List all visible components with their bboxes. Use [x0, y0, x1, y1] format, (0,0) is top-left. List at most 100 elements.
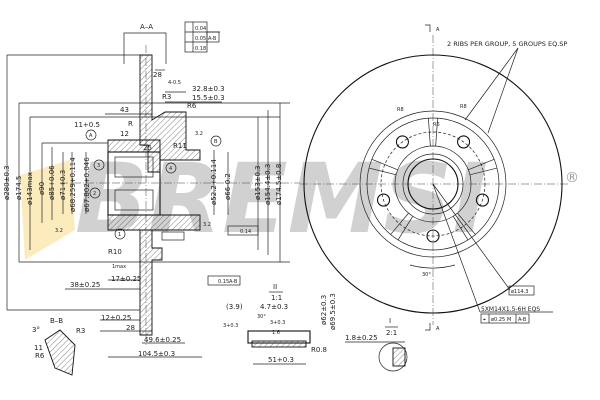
dim-4: 4-0.5	[168, 80, 181, 86]
runout-datum: A-B	[208, 36, 217, 42]
runout2-datum: A-B	[229, 279, 238, 285]
radius-r11: R11	[173, 142, 187, 150]
angle-30: 30°	[422, 272, 431, 278]
rib	[457, 212, 476, 235]
pitch-circle-diameter: ø114.3	[511, 289, 528, 295]
dim-15-5: 15.5±0.3	[192, 94, 225, 102]
runout-frame: 0.15 A-B	[207, 275, 241, 286]
section-bb: B–B 3° 11 R3 R6	[32, 317, 85, 376]
dim-11: 11+0.5	[74, 121, 100, 129]
bolt-hole	[475, 193, 490, 207]
logo-yellow-swoosh	[20, 160, 75, 260]
diameter-label: ø67.802+0.046	[83, 157, 91, 212]
radius-r6: R6	[433, 122, 440, 128]
front-view: A A 2 RIBS PER GROUP, 5 GROUPS EQ.SP R8 …	[300, 24, 570, 332]
callout-2: 2	[93, 191, 96, 197]
dim-49-6: 49.6±0.25	[144, 336, 181, 344]
detail-i-scale: 2:1	[386, 329, 397, 337]
detail-i-title: I	[389, 317, 391, 325]
rib	[428, 118, 431, 147]
radius-r6: R6	[187, 102, 197, 110]
callout-b: B	[214, 139, 218, 145]
position-value: 0.14	[240, 229, 251, 235]
gdt-frame: 0.04 0.05 A-B 0.18	[184, 21, 220, 53]
rib	[397, 216, 414, 241]
diameter-label: ø85+0.06	[48, 165, 56, 200]
diameter-label: ø143max	[26, 172, 34, 205]
flatness-value: 0.04	[195, 26, 206, 32]
radius-r10: R10	[108, 248, 122, 256]
dim-17: 17±0.25	[111, 275, 141, 283]
diameter-label: ø52.2+0.114	[210, 159, 218, 205]
bolt-hole	[376, 193, 391, 207]
center-bore	[407, 158, 459, 210]
diameter-label: ø174.5	[15, 176, 23, 200]
rib	[368, 167, 397, 176]
ribs-note: 2 RIBS PER GROUP, 5 GROUPS EQ.SP	[447, 40, 567, 48]
dim-1-6: 1.6	[272, 330, 280, 336]
parallelism-value: 0.18	[195, 46, 206, 52]
dim-3b: 3+0.3	[270, 320, 285, 326]
rib	[452, 216, 469, 241]
runout2-value: 0.15	[218, 279, 229, 285]
roughness-mark: 3.2	[195, 131, 203, 137]
dim-62: ø62±0.3	[320, 295, 328, 325]
diameter-label: ø153±0.3	[254, 165, 262, 200]
dim-51: 51+0.3	[268, 356, 294, 364]
rib	[390, 212, 409, 235]
section-aa-title: A–A	[140, 23, 153, 31]
dim-32-8: 32.8±0.3	[192, 85, 225, 93]
rib	[469, 167, 498, 176]
dim-12: 12	[120, 130, 129, 138]
section-aa: A–A 0.04 0.05 A-B 0.18	[3, 21, 300, 358]
radius-r3: R3	[162, 93, 171, 101]
detail-ii-angle: 30°	[257, 314, 266, 320]
dim-38: 38±0.25	[70, 281, 100, 289]
dim-1max: 1max	[112, 264, 126, 270]
dim-104-5: 104.5±0.3	[138, 350, 175, 358]
callout-1: 1	[118, 232, 121, 238]
section-mark-top: A	[436, 27, 440, 33]
rib	[435, 118, 438, 147]
roughness-mark: 3.2	[203, 222, 211, 228]
detail-i: I 2:1 1.8±0.25	[345, 317, 408, 372]
position-frame: 0.14	[227, 225, 259, 236]
diameters-right: ø52.2+0.114 ø66-0.2 ø153±0.3 ø154.4±0.3 …	[210, 159, 283, 205]
diameter-label: ø280±0.3	[3, 165, 11, 200]
dim-12b: 12±0.25	[101, 314, 131, 322]
diameter-label: ø90	[38, 182, 46, 195]
disc-outer-edge	[303, 54, 563, 314]
bb-angle: 3°	[32, 326, 40, 334]
position-modifier: M	[507, 317, 511, 323]
detail-ii-title: II	[273, 283, 277, 291]
callout-3: 3	[97, 163, 100, 169]
dim-1-8: 1.8±0.25	[345, 334, 378, 342]
radius-r8-right: R8	[460, 104, 467, 110]
detail-ii-scale: 1:1	[271, 294, 282, 302]
bolt-hole	[395, 135, 409, 149]
dim-4-7: 4.7±0.3	[260, 303, 288, 311]
position-tolerance: ø0.25	[491, 317, 505, 323]
section-bb-title: B–B	[50, 317, 63, 325]
bolt-hole	[457, 135, 471, 149]
dim-28b: 28	[126, 324, 135, 332]
callout-a: A	[89, 133, 93, 139]
runout-value: 0.05	[195, 36, 206, 42]
brand-watermark: BREMSI ®	[20, 143, 579, 260]
position-tolerance-frame: ⌖ ø0.25 M A-B	[480, 313, 530, 324]
bb-radius-r3: R3	[76, 327, 85, 335]
radius-r0-8: R0.8	[311, 346, 327, 354]
bolt-holes	[368, 118, 498, 243]
position-symbol-icon: ⌖	[483, 317, 486, 323]
diameter-label: ø71+0.3	[59, 170, 67, 200]
bolt-hole	[426, 229, 440, 243]
callouts: A B 3 4 2 1	[85, 129, 222, 240]
rib	[371, 158, 398, 171]
logo-registered-mark: ®	[565, 170, 579, 186]
callout-4: 4	[169, 166, 172, 172]
position-datum: A-B	[518, 317, 527, 323]
dim-43: 43	[120, 106, 129, 114]
dim-28: 28	[153, 71, 162, 79]
